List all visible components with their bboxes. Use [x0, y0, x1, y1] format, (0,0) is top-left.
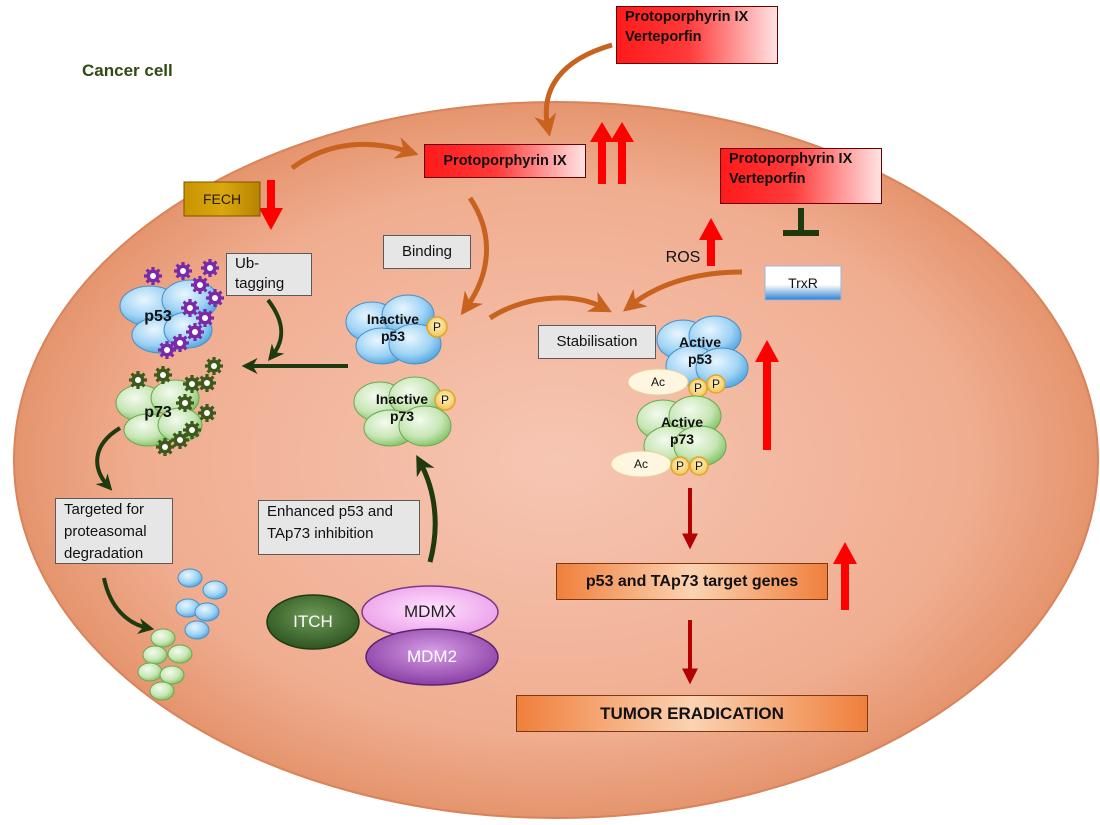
- ppix-center-box: Protoporphyrin IX: [424, 144, 586, 178]
- arrow-p53-to-stabilisation: [488, 291, 612, 321]
- binding-box: Binding: [383, 235, 471, 269]
- stabilisation-box: Stabilisation: [538, 325, 656, 359]
- active-p53-p1-label: P: [693, 381, 702, 395]
- ub-tagging-line2: tagging: [235, 275, 285, 292]
- inactive-p73-p-label: P: [440, 393, 449, 407]
- fech-label: FECH: [202, 191, 242, 207]
- degraded-p53-fragments: [175, 568, 228, 640]
- mdmx-label: MDMX: [404, 602, 456, 621]
- ppix-verteporfin-right-box: Protoporphyrin IX Verteporfin: [720, 148, 882, 204]
- inactive-p73-label: Inactive p73: [364, 390, 440, 426]
- inactive-p53-phospho: [426, 316, 448, 338]
- targeted-line2: proteasomal: [64, 523, 147, 540]
- active-p73-p1-label: P: [675, 459, 684, 473]
- arrow-mdm2-to-p73: [416, 454, 438, 563]
- ros-label: ROS: [665, 249, 701, 266]
- target-genes-up-arrow: [833, 542, 857, 610]
- mdm2-label: MDM2: [406, 647, 458, 666]
- arrow-trxr-to-stabilisation: [622, 269, 743, 312]
- active-p53-line1: Active: [678, 334, 722, 350]
- active-p53-acetyl: [627, 368, 689, 396]
- itch-label: ITCH: [293, 612, 333, 631]
- ppix-up-arrow-1: [590, 122, 614, 184]
- inactive-p53-line1: Inactive: [366, 311, 420, 327]
- enhanced-line2: TAp73 inhibition: [267, 525, 374, 542]
- fech-down-arrow: [259, 180, 283, 230]
- p73-ub-label: p73: [144, 404, 172, 421]
- arrow-fech-to-ppix: [290, 137, 419, 171]
- targeted-line1: Targeted for: [64, 501, 145, 518]
- active-p73-phospho-2: [689, 456, 709, 476]
- enhanced-line1: Enhanced p53 and: [267, 503, 393, 520]
- inactive-p73-complex: [353, 376, 452, 447]
- ppix-top-line2: Verteporfin: [625, 29, 702, 45]
- degraded-p73-fragments: [137, 628, 193, 701]
- active-p73-line2: p73: [669, 431, 695, 447]
- arrow-p73-to-degradation: [95, 426, 122, 491]
- active-p53-line2: p53: [687, 351, 713, 367]
- trxr-inhibition-bar: [783, 208, 819, 236]
- active-p73-label: Active p73: [646, 413, 718, 449]
- inactive-p53-p-label: P: [432, 320, 441, 334]
- ppix-verteporfin-top-box: Protoporphyrin IX Verteporfin: [616, 6, 778, 64]
- active-p73-p2-label: P: [694, 459, 703, 473]
- tumor-eradication-box: TUMOR ERADICATION: [516, 695, 868, 732]
- ros-up-arrow: [699, 218, 723, 266]
- trxr-label: TrxR: [788, 275, 818, 291]
- active-p73-line1: Active: [660, 414, 704, 430]
- enhanced-inhibition-box: Enhanced p53 and TAp73 inhibition: [258, 500, 420, 555]
- active-p73-phospho-1: [670, 456, 690, 476]
- arrow-verteporfin-to-ppix: [534, 42, 613, 137]
- inactive-p53-label: Inactive p53: [355, 310, 431, 346]
- trxr-box: [764, 265, 842, 301]
- arrow-degradation-to-proteasome: [102, 577, 155, 634]
- target-genes-box: p53 and TAp73 target genes: [556, 563, 828, 600]
- active-up-arrow: [755, 340, 779, 450]
- ppix-right-line1: Protoporphyrin IX: [729, 151, 853, 167]
- cell-title: Cancer cell: [82, 61, 173, 80]
- inactive-p73-line2: p73: [389, 408, 415, 424]
- active-p53-label: Active p53: [664, 333, 736, 369]
- inactive-p73-line1: Inactive: [375, 391, 429, 407]
- ppix-right-line2: Verteporfin: [729, 171, 806, 187]
- inactive-p53-line2: p53: [380, 328, 406, 344]
- active-p53-p2-label: P: [711, 377, 720, 391]
- arrow-ppix-to-p53: [460, 196, 489, 316]
- fech-box: [183, 181, 261, 217]
- ppix-up-arrow-2: [610, 122, 634, 184]
- proteasomal-degradation-box: Targeted for proteasomal degradation: [55, 498, 173, 564]
- active-p73-ac-label: Ac: [633, 457, 648, 471]
- p53-ub-label: p53: [144, 308, 172, 325]
- active-p53-ac-label: Ac: [650, 375, 665, 389]
- active-p53-phospho-2: [706, 374, 726, 394]
- ub-tagging-line1: Ub-: [235, 255, 260, 272]
- mdm2-protein: [365, 628, 499, 686]
- itch-protein: [266, 594, 360, 650]
- inactive-p53-complex: [345, 294, 442, 365]
- ppix-top-line1: Protoporphyrin IX: [625, 9, 749, 25]
- ub-tagging-box: Ub- tagging: [226, 253, 312, 296]
- inactive-p73-phospho: [434, 389, 456, 411]
- targeted-line3: degradation: [64, 545, 144, 562]
- arrow-ubtagging-curve: [266, 298, 285, 361]
